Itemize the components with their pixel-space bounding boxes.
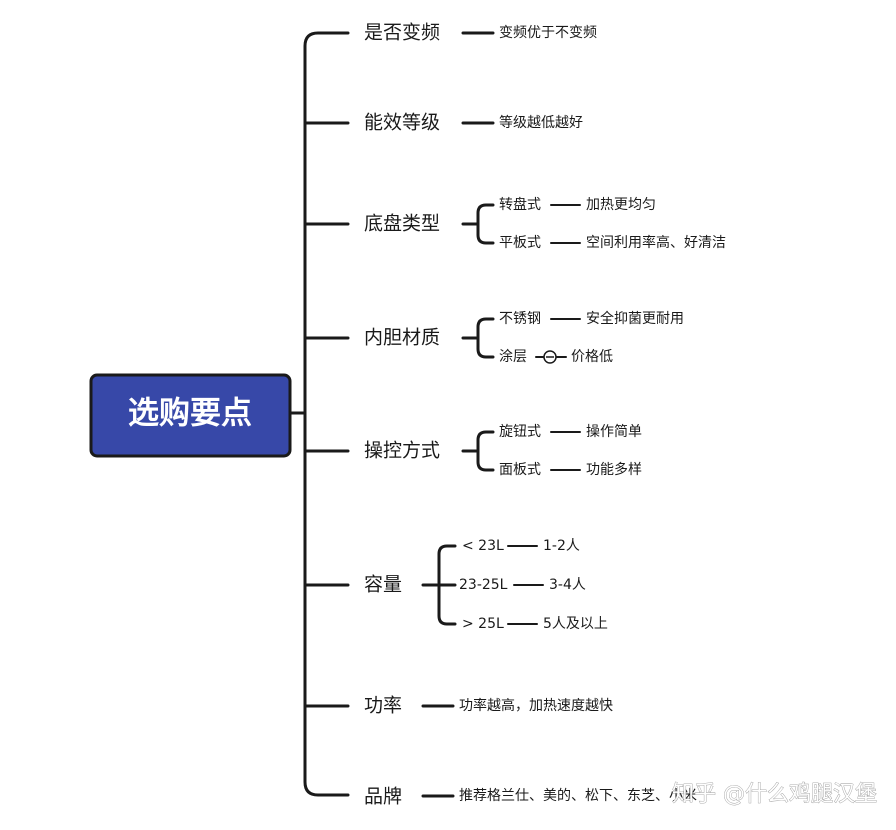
sub-label: 不锈钢 — [499, 311, 541, 327]
detail-label: 价格低 — [571, 349, 613, 365]
detail-label: 5人及以上 — [543, 616, 608, 632]
sub-label: < 23L — [462, 538, 504, 554]
root-node-box — [89, 373, 292, 458]
detail-label: 功能多样 — [586, 461, 642, 478]
sub-label: 平板式 — [499, 235, 541, 251]
branch-label-brand: 品牌 — [364, 786, 402, 808]
leaf-label: 功率越高，加热速度越快 — [459, 697, 613, 714]
branch-label-inverter: 是否变频 — [364, 22, 440, 44]
sub-bracket — [461, 203, 495, 245]
sub-label: 23-25L — [459, 577, 508, 593]
sub-label: 面板式 — [499, 462, 541, 478]
root-node-label: 选购要点 — [128, 396, 252, 432]
sub-label: 涂层 — [499, 349, 527, 365]
sub-bracket — [461, 317, 495, 359]
detail-label: 空间利用率高、好清洁 — [586, 234, 726, 251]
sub-label: 转盘式 — [499, 196, 541, 213]
watermark: 知乎 @什么鸡腿汉堡 — [672, 782, 877, 807]
leaf-label: 等级越低越好 — [499, 114, 583, 131]
detail-label: 1-2人 — [543, 538, 580, 554]
detail-label: 操作简单 — [586, 423, 642, 440]
branch-label-base-type: 底盘类型 — [364, 213, 440, 235]
main-trunk — [303, 31, 350, 797]
detail-label: 加热更均匀 — [586, 197, 656, 213]
branch-label-capacity: 容量 — [364, 574, 402, 596]
leaf-label: 变频优于不变频 — [499, 25, 597, 41]
sub-bracket — [421, 544, 457, 626]
branch-label-liner: 内胆材质 — [364, 327, 440, 349]
branch-label-control: 操控方式 — [364, 440, 440, 462]
detail-label: 3-4人 — [549, 577, 586, 593]
branch-label-power: 功率 — [364, 695, 402, 717]
sub-bracket — [461, 430, 495, 472]
sub-label: > 25L — [462, 616, 504, 632]
branch-label-energy: 能效等级 — [364, 112, 440, 134]
detail-label: 安全抑菌更耐用 — [586, 310, 684, 327]
sub-label: 旋钮式 — [499, 424, 541, 440]
leaf-label: 推荐格兰仕、美的、松下、东芝、小米 — [459, 788, 697, 804]
